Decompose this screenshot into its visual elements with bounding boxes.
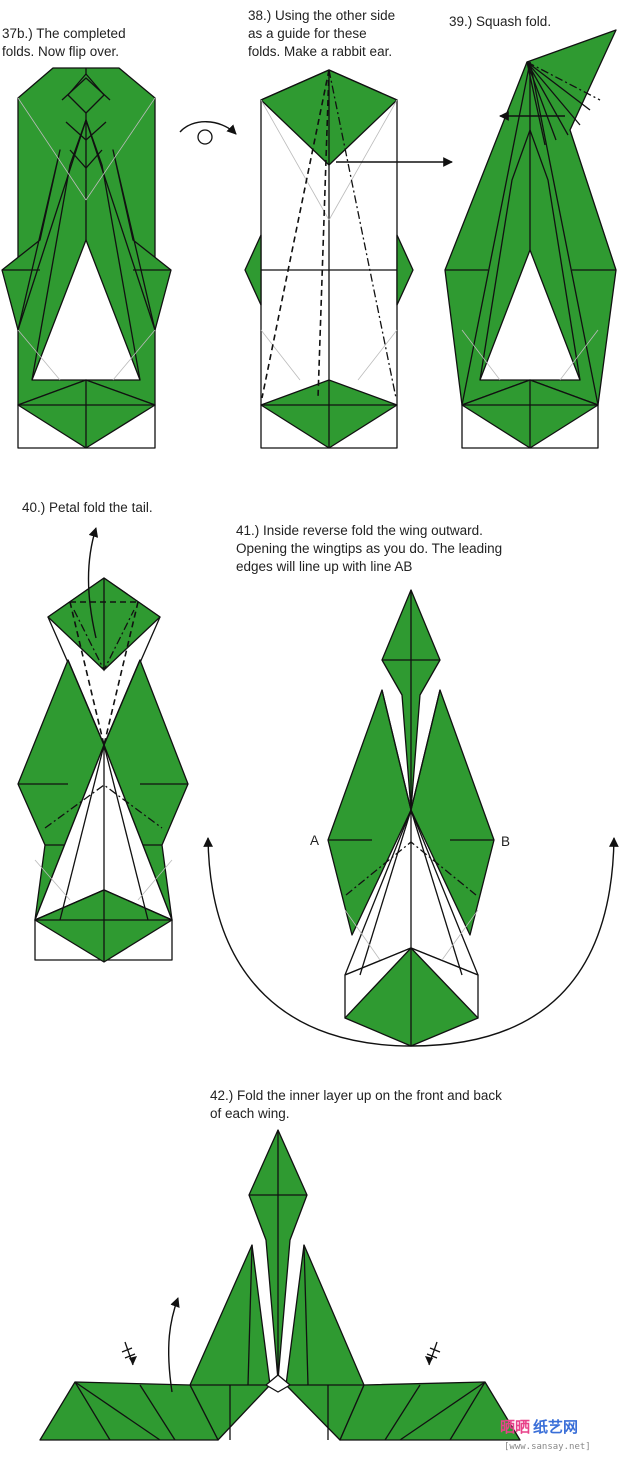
point-label-b: B	[501, 834, 510, 849]
step-38: 38.) Using the other side as a guide for…	[244, 8, 551, 449]
step-39	[444, 29, 617, 449]
step-40-caption: 40.) Petal fold the tail.	[22, 500, 153, 515]
step-40: 40.) Petal fold the tail.	[17, 500, 189, 963]
step-37b: 37b.) The completed folds. Now flip over…	[1, 26, 237, 449]
step-39-caption: 39.) Squash fold.	[449, 14, 551, 29]
step-42-figure	[39, 1129, 521, 1441]
watermark-brand-blue: 纸艺网	[533, 1418, 578, 1436]
watermark: 晒晒 纸艺网 [www.sansay.net]	[500, 1418, 591, 1452]
step-40-figure	[17, 527, 189, 963]
step-41: 41.) Inside reverse fold the wing outwar…	[203, 523, 619, 1047]
step-37b-figure	[1, 67, 172, 449]
point-label-a: A	[310, 833, 319, 848]
step-42: 42.) Fold the inner layer up on the fron…	[39, 1088, 521, 1441]
step-41-caption: 41.) Inside reverse fold the wing outwar…	[236, 523, 506, 574]
step-41-figure: A B	[203, 589, 619, 1047]
flip-over-arrow	[179, 121, 237, 145]
step-42-caption: 42.) Fold the inner layer up on the fron…	[210, 1088, 506, 1121]
watermark-url: [www.sansay.net]	[504, 1442, 591, 1452]
step-38-caption: 38.) Using the other side as a guide for…	[248, 8, 399, 59]
step-39-figure	[444, 29, 617, 449]
step-38-figure	[244, 69, 453, 449]
step-37b-caption: 37b.) The completed folds. Now flip over…	[2, 26, 129, 59]
watermark-brand-red: 晒晒	[500, 1418, 530, 1436]
